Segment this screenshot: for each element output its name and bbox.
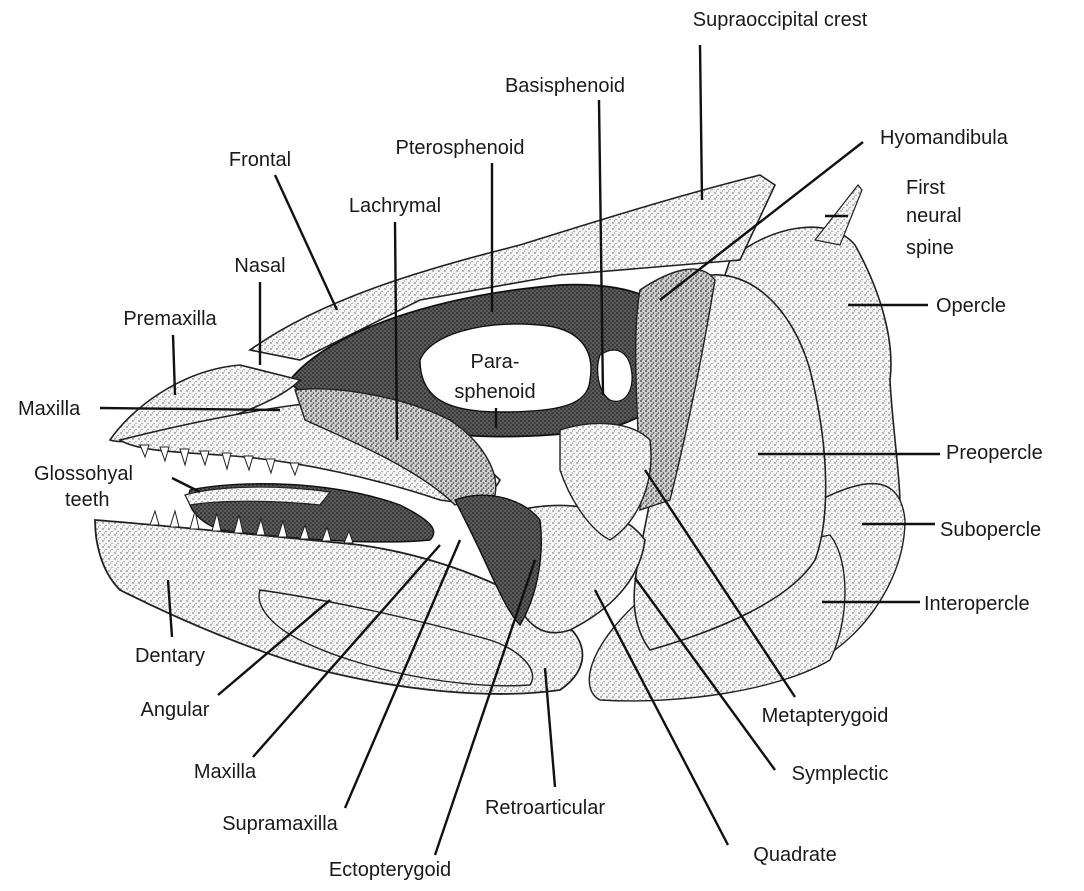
label-first-neural-spine-line1: First — [906, 176, 945, 200]
label-maxilla-upper: Maxilla — [18, 397, 80, 421]
label-opercle: Opercle — [936, 294, 1006, 318]
label-subopercle: Subopercle — [940, 518, 1041, 542]
label-nasal: Nasal — [205, 254, 315, 278]
label-premaxilla: Premaxilla — [75, 307, 265, 331]
label-symplectic: Symplectic — [770, 762, 910, 786]
label-supraoccipital-crest: Supraoccipital crest — [640, 8, 920, 32]
label-lachrymal: Lachrymal — [310, 194, 480, 218]
label-preopercle: Preopercle — [946, 441, 1043, 465]
label-basisphenoid: Basisphenoid — [470, 74, 660, 98]
label-ectopterygoid: Ectopterygoid — [305, 858, 475, 882]
label-dentary: Dentary — [75, 644, 265, 668]
label-first-neural-spine-line2: neural — [906, 204, 962, 228]
label-glossohyal-teeth-line1: Glossohyal — [34, 462, 133, 486]
label-pterosphenoid: Pterosphenoid — [360, 136, 560, 160]
label-hyomandibula: Hyomandibula — [880, 126, 1008, 150]
label-glossohyal-teeth-line2: teeth — [65, 488, 109, 512]
label-metapterygoid: Metapterygoid — [735, 704, 915, 728]
label-supramaxilla: Supramaxilla — [195, 812, 365, 836]
label-retroarticular: Retroarticular — [460, 796, 630, 820]
label-angular: Angular — [110, 698, 240, 722]
label-frontal: Frontal — [195, 148, 325, 172]
label-parasphenoid-line2: sphenoid — [430, 380, 560, 404]
label-parasphenoid-line1: Para- — [440, 350, 550, 374]
label-first-neural-spine-line3: spine — [906, 236, 954, 260]
label-quadrate: Quadrate — [725, 843, 865, 867]
label-interopercle: Interopercle — [924, 592, 1030, 616]
label-maxilla-lower: Maxilla — [160, 760, 290, 784]
